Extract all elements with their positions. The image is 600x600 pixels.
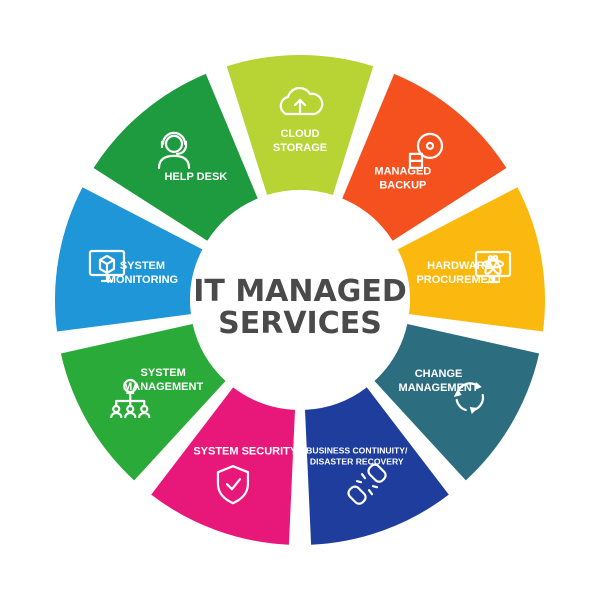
segment-change-management-label-line1: CHANGE [415,368,463,380]
segment-cloud-storage-label-line2: STORAGE [273,142,327,154]
segment-system-management: SYSTEM MANAGEMENT [60,323,226,481]
segment-business-continuity: BUSINESS CONTINUITY/DISASTER RECOVERY [304,387,449,545]
segment-cloud-storage: CLOUD STORAGE [226,55,374,196]
segment-hardware-procurement-wedge [397,187,545,332]
segment-system-monitoring-label-line1: SYSTEM [120,260,165,272]
segment-help-desk: HELP DESK [93,73,258,241]
segment-cloud-storage-label-line1: CLOUD [280,128,319,140]
segment-system-security-label-line1: SYSTEM SECURITY [193,445,298,457]
segment-hardware-procurement-label-line2: PROCUREMENT [416,274,502,286]
segment-change-management: CHANGE MANAGEMENT [374,323,540,481]
segment-managed-backup-label-line1: MANAGED [374,165,431,177]
segment-system-management-label-line1: SYSTEM [141,367,186,379]
segment-system-security-wedge [151,387,296,545]
segment-help-desk-wedge [93,73,258,241]
segment-business-continuity-label-line2: DISASTER RECOVERY [310,457,404,467]
headset-agent-icon [157,131,191,169]
disk-database-icon [408,132,444,169]
monitor-box-icon [88,249,126,283]
shield-check-icon [216,465,250,505]
monitor-atom-icon [474,250,512,284]
segment-system-monitoring: SYSTEM MONITORING [54,187,203,332]
segment-managed-backup-label-line2: BACKUP [379,179,426,191]
segment-help-desk-label-line1: HELP DESK [164,171,227,183]
center-title-line1: IT MANAGED [193,274,407,309]
center-title-line2: SERVICES [218,306,382,341]
cloud-upload-icon [279,86,324,116]
lightbulb-network-icon [110,378,151,419]
segment-business-continuity-label-line1: BUSINESS CONTINUITY/ [306,446,408,456]
segment-system-management-label-line2: MANAGEMENT [123,381,203,393]
segment-managed-backup: MANAGED BACKUP [342,73,507,241]
center-circle [192,192,408,408]
segment-cloud-storage-wedge [226,55,374,196]
cycle-arrows-icon [453,382,485,414]
segment-hardware-procurement-label-line1: HARDWARE [427,260,492,272]
segment-system-monitoring-wedge [54,187,203,332]
segment-system-security: SYSTEM SECURITY [151,387,298,545]
segment-hardware-procurement: HARDWARE PROCUREMENT [397,187,545,332]
segment-change-management-label-line2: MANAGEMENT [399,382,479,394]
segment-system-monitoring-label-line2: MONITORING [107,274,178,286]
broken-chain-icon [347,463,387,505]
segments-layer: CLOUD STORAGE MANAGED BACKUP HARDWARE PROCURE… [54,55,545,545]
